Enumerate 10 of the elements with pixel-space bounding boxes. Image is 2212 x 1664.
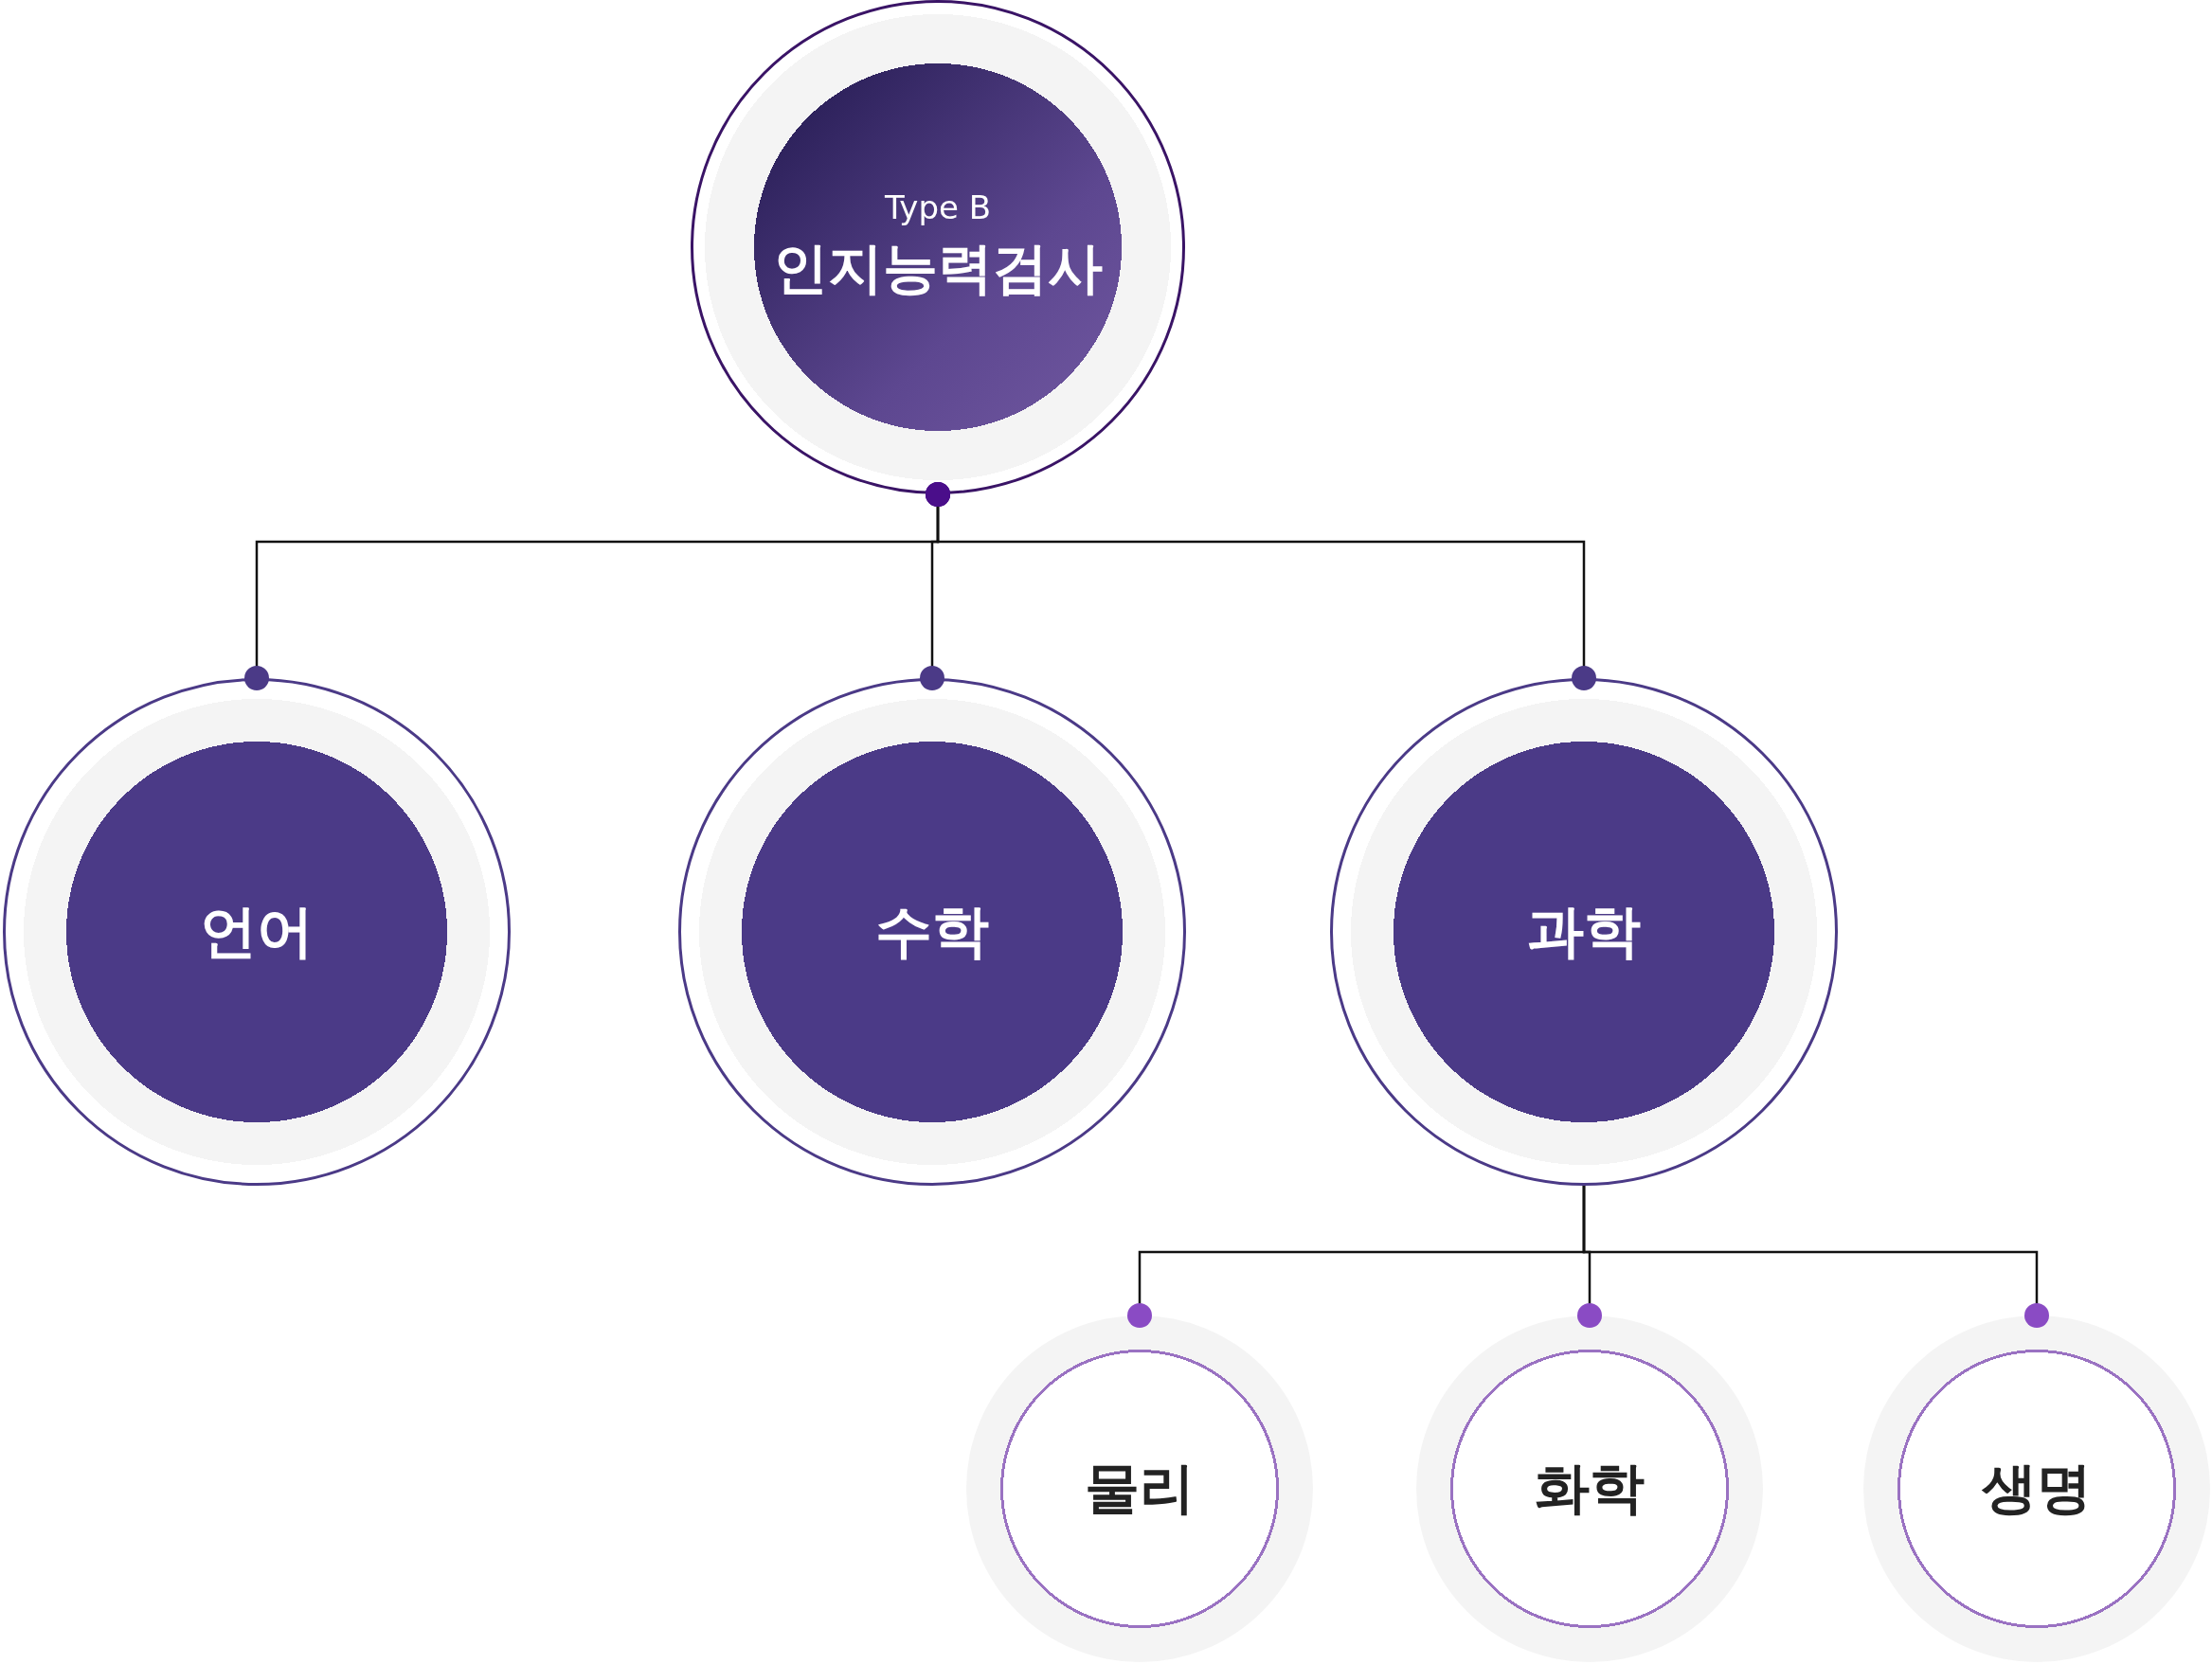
connector bbox=[1582, 1186, 2049, 1328]
node-label: 생명 bbox=[1982, 1455, 2092, 1522]
node-label: 수학 bbox=[875, 896, 989, 966]
node-label: 언어 bbox=[200, 896, 314, 966]
connector bbox=[926, 482, 1596, 690]
node-label: 과학 bbox=[1527, 896, 1641, 966]
node-label: 인지능력검사 bbox=[773, 235, 1103, 302]
node-label: 물리 bbox=[1085, 1455, 1195, 1522]
node-subtitle: Type B bbox=[884, 188, 992, 226]
node-label: 화학 bbox=[1535, 1455, 1645, 1522]
